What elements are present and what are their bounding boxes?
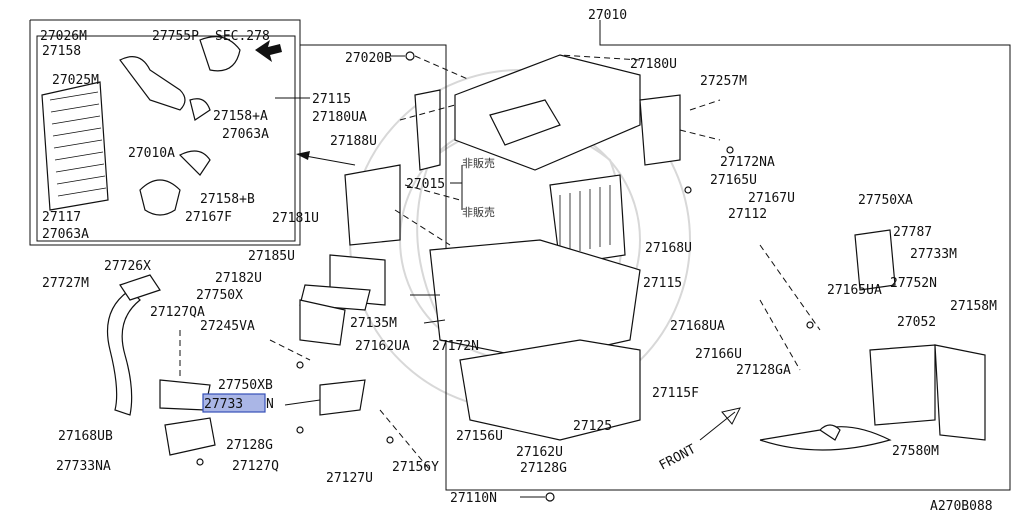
- label-27182U: 27182U: [215, 271, 262, 286]
- heater-core-shape: [41, 36, 241, 216]
- label-27025M: 27025M: [52, 73, 99, 88]
- label-27128G-left: 27128G: [226, 438, 273, 453]
- label-27580M: 27580M: [892, 444, 939, 459]
- label-27158B: 27158+B: [200, 192, 255, 207]
- label-27115-mid: 27115: [643, 276, 682, 291]
- label-27172NA: 27172NA: [720, 155, 775, 170]
- label-27168UA: 27168UA: [670, 319, 725, 334]
- label-27162UA: 27162UA: [355, 339, 410, 354]
- label-27166U: 27166U: [695, 347, 742, 362]
- label-27112: 27112: [728, 207, 767, 222]
- label-27733NA: 27733NA: [56, 459, 111, 474]
- label-27733N-suffix: N: [266, 397, 274, 412]
- label-hihanbai-1: 非販売: [462, 157, 495, 170]
- label-hihanbai-2: 非販売: [462, 206, 495, 219]
- label-27158: 27158: [42, 44, 81, 59]
- label-27750XA: 27750XA: [858, 193, 913, 208]
- label-27165UA: 27165UA: [827, 283, 882, 298]
- label-27020B: 27020B: [345, 51, 392, 66]
- label-27168U: 27168U: [645, 241, 692, 256]
- label-27727M: 27727M: [42, 276, 89, 291]
- sec278-arrow: [255, 40, 282, 62]
- label-27127Q: 27127Q: [232, 459, 279, 474]
- label-27110N: 27110N: [450, 491, 497, 506]
- label-27257M: 27257M: [700, 74, 747, 89]
- label-27156Y: 27156Y: [392, 460, 439, 475]
- label-sec278: SEC.278: [215, 29, 270, 44]
- label-27750XB: 27750XB: [218, 378, 273, 393]
- label-27128G-bot: 27128G: [520, 461, 567, 476]
- label-27063A-bot: 27063A: [42, 227, 89, 242]
- leader-lines: [179, 54, 821, 471]
- inset-heater-core-box: [29, 19, 301, 246]
- label-27127U: 27127U: [326, 471, 373, 486]
- label-27185U: 27185U: [248, 249, 295, 264]
- label-27010: 27010: [588, 8, 627, 23]
- label-27181U: 27181U: [272, 211, 319, 226]
- label-27052: 27052: [897, 315, 936, 330]
- label-27158M: 27158M: [950, 299, 997, 314]
- label-27245VA: 27245VA: [200, 319, 255, 334]
- inset-pointer-arrow: [296, 151, 356, 166]
- label-27117: 27117: [42, 210, 81, 225]
- label-27115-top: 27115: [312, 92, 351, 107]
- label-27167U: 27167U: [748, 191, 795, 206]
- label-27128GA: 27128GA: [736, 363, 791, 378]
- highlighted-part-box: [202, 393, 266, 413]
- label-27015: 27015: [406, 177, 445, 192]
- label-27733M: 27733M: [910, 247, 957, 262]
- label-27733N-highlighted: 27733: [204, 397, 243, 412]
- label-27162U: 27162U: [516, 445, 563, 460]
- hvac-unit-shapes: [106, 54, 986, 456]
- label-27755P: 27755P: [152, 29, 199, 44]
- front-arrow: [699, 407, 741, 441]
- label-27750X: 27750X: [196, 288, 243, 303]
- part-labels: 27010 27020B 27026M 27158 27755P SEC.278…: [40, 8, 997, 511]
- label-27180UA: 27180UA: [312, 110, 367, 125]
- solid-leaders: [275, 22, 601, 498]
- label-27167F: 27167F: [185, 210, 232, 225]
- label-27063A-top: 27063A: [222, 127, 269, 142]
- label-27135M: 27135M: [350, 316, 397, 331]
- label-27726X: 27726X: [104, 259, 151, 274]
- label-27158A: 27158+A: [213, 109, 268, 124]
- label-27010A: 27010A: [128, 146, 175, 161]
- label-27115F: 27115F: [652, 386, 699, 401]
- label-27168UB: 27168UB: [58, 429, 113, 444]
- label-27172N: 27172N: [432, 339, 479, 354]
- label-27787: 27787: [893, 225, 932, 240]
- label-27188U: 27188U: [330, 134, 377, 149]
- bolt-markers: [196, 51, 814, 502]
- label-27026M: 27026M: [40, 29, 87, 44]
- label-ref-code: A270B088: [930, 499, 993, 511]
- label-front: FRONT: [657, 442, 699, 474]
- label-27125: 27125: [573, 419, 612, 434]
- label-27180U: 27180U: [630, 57, 677, 72]
- label-27165U: 27165U: [710, 173, 757, 188]
- label-27127QA: 27127QA: [150, 305, 205, 320]
- label-27752N: 27752N: [890, 276, 937, 291]
- label-27156U: 27156U: [456, 429, 503, 444]
